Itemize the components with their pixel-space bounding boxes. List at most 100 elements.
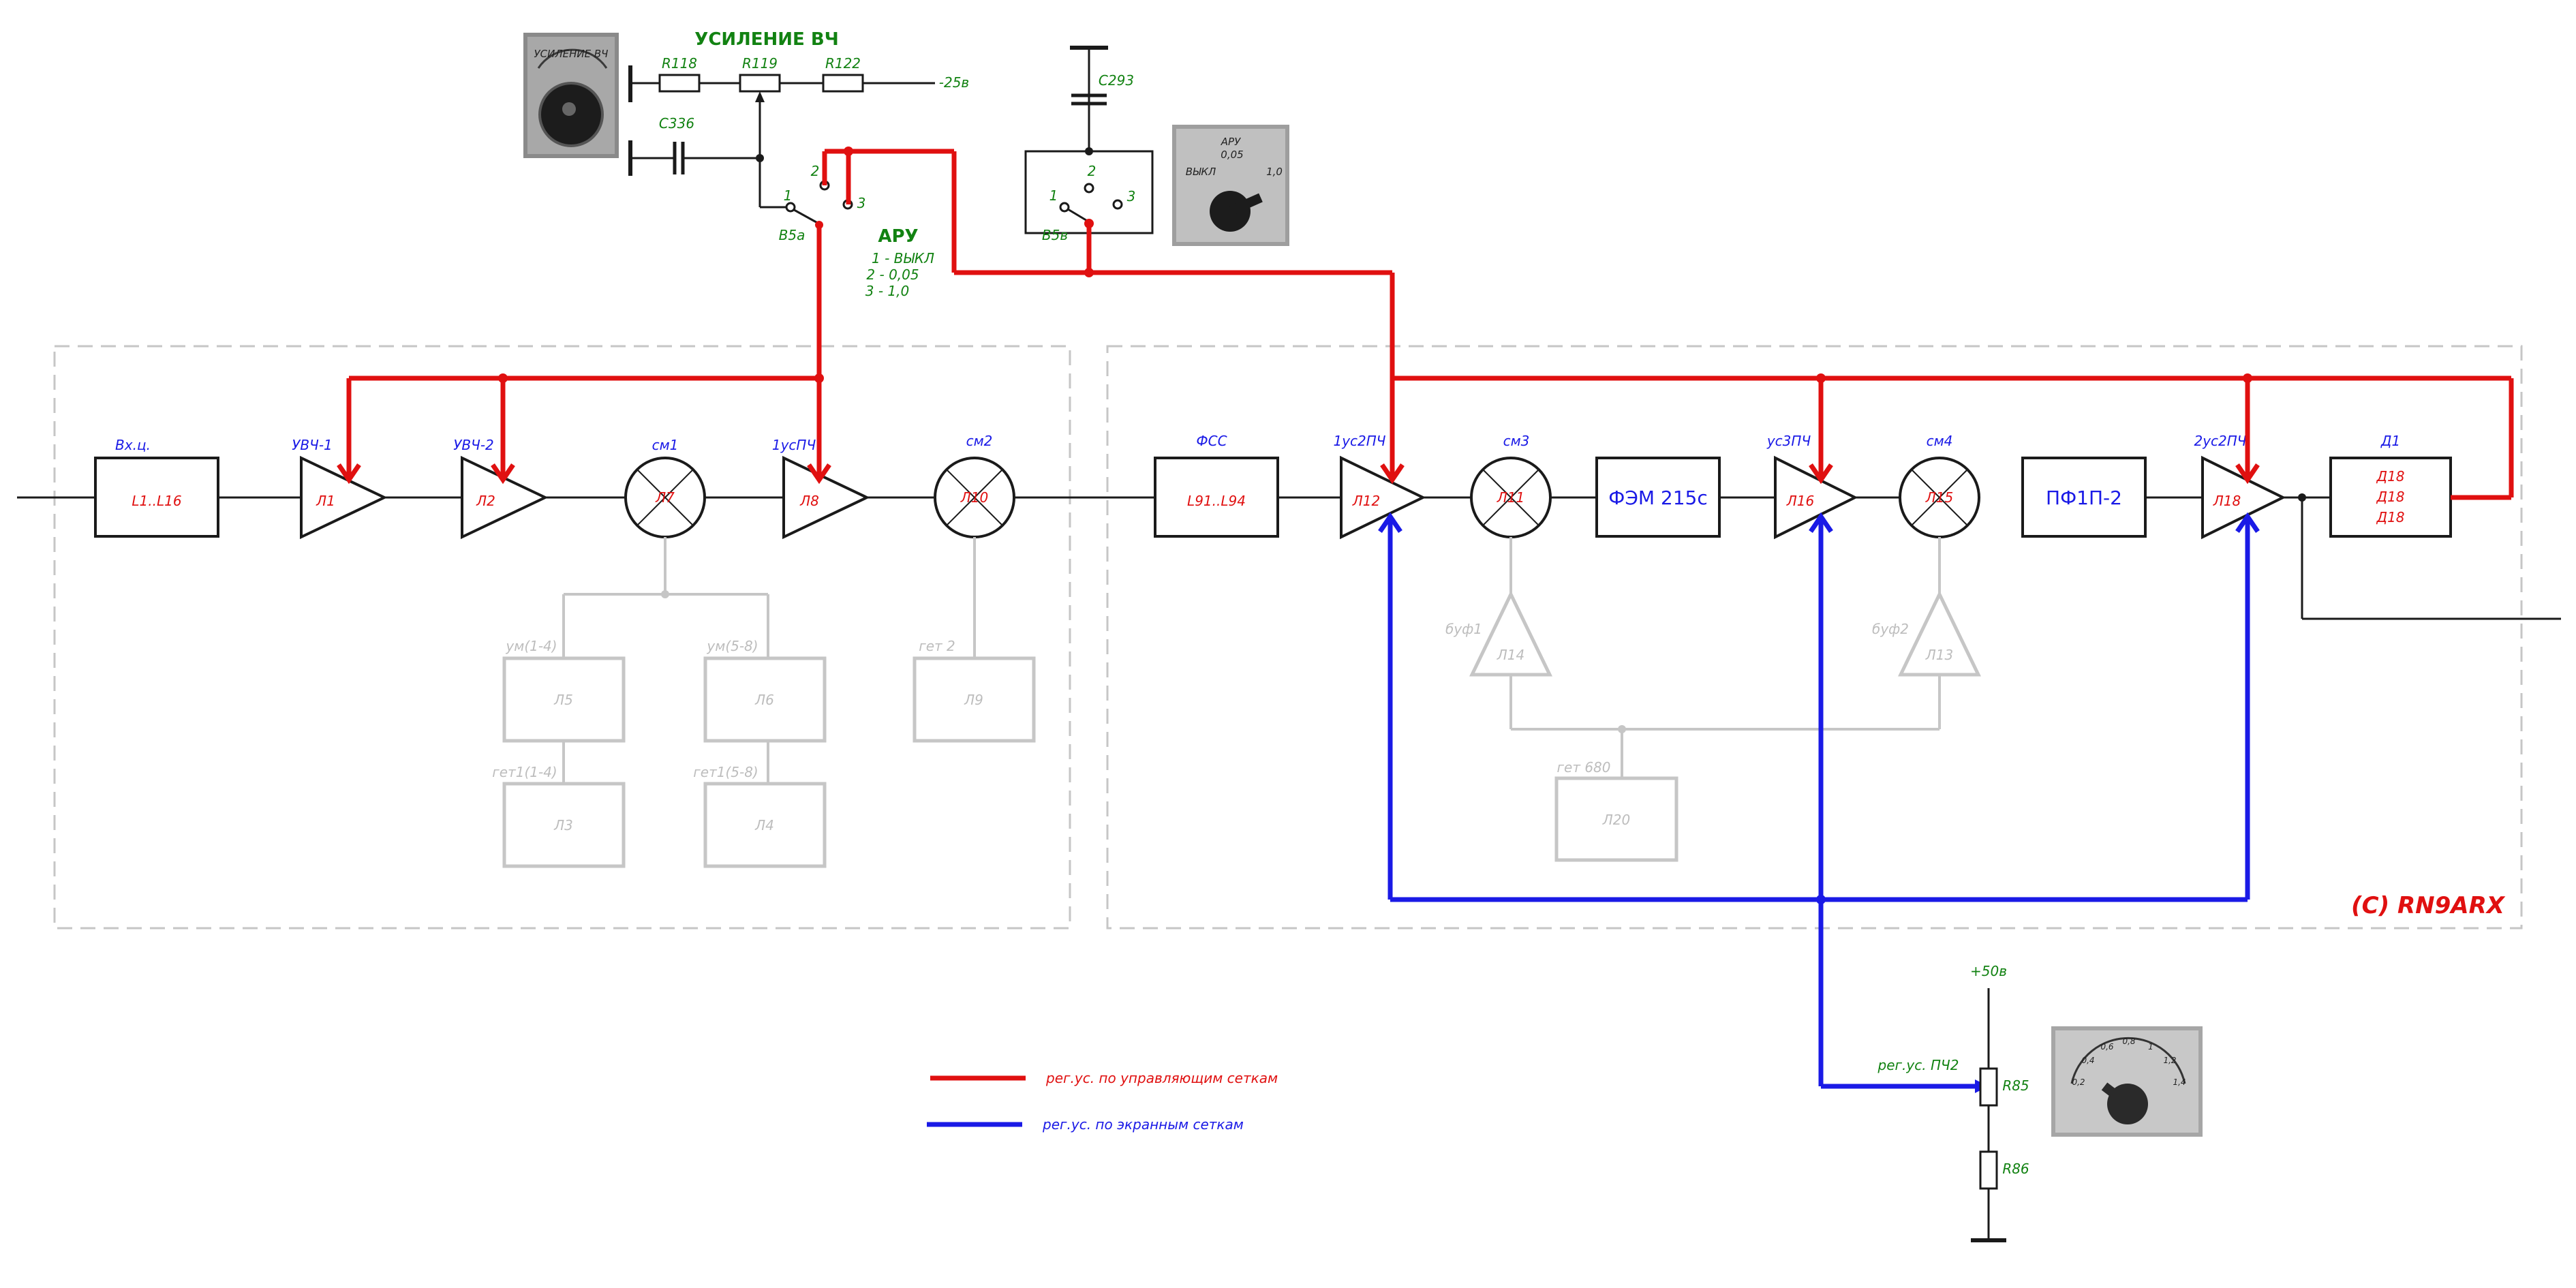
detector-line-1: Д18 bbox=[2376, 468, 2404, 485]
mixer2-caption: см2 bbox=[966, 433, 993, 449]
mixer1-label: Л7 bbox=[655, 489, 675, 506]
agc-legend-2: 2 - 0,05 bbox=[866, 266, 919, 283]
svg-text:1,0: 1,0 bbox=[1266, 166, 1283, 178]
mixer1-caption: см1 bbox=[652, 437, 679, 453]
svg-text:Л9: Л9 bbox=[964, 692, 983, 708]
fem-label: ФЭМ 215с bbox=[1608, 487, 1708, 509]
if-section-frame bbox=[1106, 345, 2523, 930]
agc-legend-1: 1 - ВЫКЛ bbox=[872, 250, 934, 266]
uvch1-label: Л1 bbox=[316, 493, 335, 509]
if3-amplifier: Л16 ус3ПЧ bbox=[1766, 433, 1858, 540]
svg-text:2: 2 bbox=[811, 163, 820, 179]
if2-caption: 1ус2ПЧ bbox=[1333, 433, 1385, 449]
svg-text:0,2: 0,2 bbox=[2072, 1077, 2085, 1087]
svg-text:Л3: Л3 bbox=[553, 817, 573, 833]
r85-label: R85 bbox=[2002, 1077, 2029, 1094]
legend: рег.ус. по управляющим сеткам рег.ус. по… bbox=[927, 1070, 1278, 1133]
svg-text:0,05: 0,05 bbox=[1221, 149, 1243, 161]
mixer3-label: Л11 bbox=[1497, 489, 1525, 506]
agc-title: АРУ bbox=[878, 226, 918, 247]
if2-label: Л12 bbox=[1352, 493, 1381, 509]
agc-switch-b-label: В5в bbox=[1042, 227, 1068, 243]
svg-text:Л4: Л4 bbox=[754, 817, 774, 833]
fss-caption: ФСС bbox=[1196, 433, 1227, 449]
svg-text:3: 3 bbox=[1127, 188, 1136, 204]
aux-get58: Л4 гет1(5-8) bbox=[693, 764, 827, 868]
svg-text:ум(5-8): ум(5-8) bbox=[706, 638, 758, 654]
input-circuit-caption: Вх.ц. bbox=[115, 437, 151, 453]
if4-amplifier: Л18 2ус2ПЧ bbox=[2194, 433, 2286, 540]
svg-text:0,8: 0,8 bbox=[2122, 1037, 2135, 1046]
agc-switch-b[interactable]: 2 1 3 В5в С293 bbox=[1024, 46, 1154, 243]
mixer4: Л15 см4 bbox=[1899, 433, 1980, 538]
uvch1-amplifier: Л1 УВЧ-1 bbox=[292, 437, 388, 540]
aux-get14: Л3 гет1(1-4) bbox=[492, 764, 626, 868]
legend-blue-label: рег.ус. по экранным сеткам bbox=[1042, 1116, 1244, 1133]
svg-text:Л20: Л20 bbox=[1602, 812, 1631, 828]
legend-red-label: рег.ус. по управляющим сеткам bbox=[1045, 1070, 1278, 1086]
svg-text:гет 680: гет 680 bbox=[1557, 759, 1611, 776]
r122-label: R122 bbox=[825, 55, 861, 72]
uvch2-amplifier: Л2 УВЧ-2 bbox=[453, 437, 549, 540]
svg-text:Л6: Л6 bbox=[754, 692, 774, 708]
svg-text:АРУ: АРУ bbox=[1221, 136, 1241, 148]
svg-text:гет1(1-4): гет1(1-4) bbox=[492, 764, 557, 780]
if1-caption: 1усПЧ bbox=[772, 437, 816, 453]
pf-filter-block: ПФ1П-2 bbox=[2021, 457, 2147, 538]
red-control-grid-bus bbox=[346, 149, 2514, 500]
r119-label: R119 bbox=[742, 55, 778, 72]
mixer3-caption: см3 bbox=[1503, 433, 1530, 449]
input-circuit-label: L1..L16 bbox=[132, 493, 181, 509]
if1-label: Л8 bbox=[799, 493, 819, 509]
if-gain-label: рег.ус. ПЧ2 bbox=[1877, 1057, 1959, 1073]
pf-label: ПФ1П-2 bbox=[2046, 487, 2122, 509]
mixer2-label: Л10 bbox=[960, 489, 989, 506]
detector-caption: Д1 bbox=[2380, 433, 2400, 449]
rf-gain-title: УСИЛЕНИЕ ВЧ bbox=[694, 29, 838, 50]
detector-line-2: Д18 bbox=[2376, 489, 2404, 505]
plus-50v-label: +50в bbox=[1970, 963, 2007, 979]
svg-text:1: 1 bbox=[1049, 187, 1058, 204]
svg-text:0,6: 0,6 bbox=[2100, 1042, 2113, 1052]
if2-amplifier: Л12 1ус2ПЧ bbox=[1333, 433, 1426, 540]
if4-caption: 2ус2ПЧ bbox=[2194, 433, 2246, 449]
svg-text:1,2: 1,2 bbox=[2163, 1056, 2176, 1065]
agc-switch-a-label: В5а bbox=[779, 227, 806, 243]
detector-line-3: Д18 bbox=[2376, 509, 2404, 525]
c336-label: С336 bbox=[659, 115, 694, 132]
r118-label: R118 bbox=[662, 55, 697, 72]
svg-text:Л13: Л13 bbox=[1925, 647, 1954, 663]
svg-text:ум(1-4): ум(1-4) bbox=[505, 638, 557, 654]
r86-label: R86 bbox=[2002, 1161, 2029, 1177]
svg-text:буф2: буф2 bbox=[1872, 621, 1909, 637]
svg-text:УСИЛЕНИЕ ВЧ: УСИЛЕНИЕ ВЧ bbox=[534, 48, 609, 60]
svg-text:гет 2: гет 2 bbox=[919, 638, 955, 654]
uvch2-label: Л2 bbox=[476, 493, 495, 509]
if3-caption: ус3ПЧ bbox=[1766, 433, 1811, 449]
svg-text:гет1(5-8): гет1(5-8) bbox=[693, 764, 758, 780]
mixer3: Л11 см3 bbox=[1470, 433, 1552, 538]
if-gain-dial-photo: 0,2 0,4 0,6 0,8 1 1,2 1,4 bbox=[2051, 1026, 2203, 1137]
aux-um58: Л6 ум(5-8) bbox=[703, 638, 827, 743]
uvch2-caption: УВЧ-2 bbox=[453, 437, 494, 453]
fem-filter-block: ФЭМ 215с bbox=[1595, 457, 1721, 538]
mixer1: Л7 см1 bbox=[624, 437, 706, 538]
aux-buf2: Л13 буф2 bbox=[1872, 590, 1981, 677]
svg-text:Л5: Л5 bbox=[553, 692, 573, 708]
mixer4-label: Л15 bbox=[1925, 489, 1954, 506]
aux-buf1: Л14 буф1 bbox=[1445, 590, 1552, 677]
svg-text:2: 2 bbox=[1088, 163, 1097, 179]
uvch1-caption: УВЧ-1 bbox=[292, 437, 333, 453]
if-gain-potentiometer[interactable]: +50в R85 R86 рег.ус. ПЧ2 bbox=[1877, 963, 2029, 1242]
input-circuit-block: L1..L16 Вх.ц. bbox=[94, 437, 219, 538]
aux-um14: Л5 ум(1-4) bbox=[502, 638, 626, 743]
rf-gain-knob-photo: УСИЛЕНИЕ ВЧ bbox=[523, 33, 619, 158]
rf-section-frame bbox=[53, 345, 1071, 930]
mixer2: Л10 см2 bbox=[934, 433, 1015, 538]
c293-label: С293 bbox=[1099, 72, 1134, 89]
detector-block: Д18 Д18 Д18 Д1 bbox=[2329, 433, 2452, 538]
rf-gain-divider bbox=[628, 65, 935, 209]
blue-arrowheads bbox=[1378, 512, 2260, 533]
